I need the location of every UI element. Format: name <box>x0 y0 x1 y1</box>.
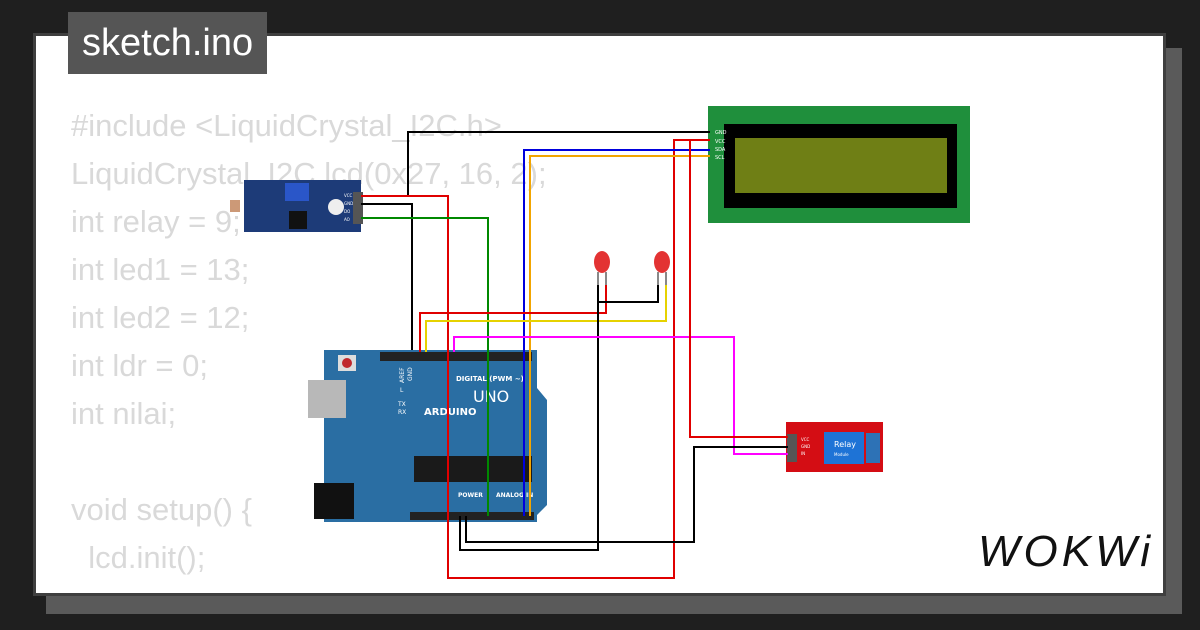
wire-led1 <box>419 285 607 352</box>
lcd-pin-sda: SDA <box>715 147 726 153</box>
code-line: void setup() { <box>71 492 252 527</box>
potentiometer <box>285 183 309 201</box>
wire-led2 <box>425 285 667 352</box>
code-line: lcd.backlight(); <box>71 582 547 593</box>
code-listing: #include <LiquidCrystal_I2C.h> LiquidCrys… <box>71 102 547 593</box>
code-line: int ldr = 0; <box>71 348 208 383</box>
arduino-logo-text: ARDUINO <box>424 407 476 418</box>
ldr-pin-ao: AO <box>344 217 350 222</box>
reset-button[interactable] <box>342 358 352 368</box>
code-line: int led1 = 13; <box>71 252 250 287</box>
rx-label: RX <box>398 409 406 416</box>
usb-port <box>308 380 346 418</box>
ldr-module[interactable]: VCC GND DO AO <box>230 180 363 232</box>
l-label: L <box>400 387 404 394</box>
digital-label: DIGITAL (PWM ~) <box>456 375 524 383</box>
ldr-pin-vcc: VCC <box>344 193 353 198</box>
wire-relay-gnd <box>465 446 788 543</box>
relay-title: Relay <box>834 440 856 449</box>
relay-pin-header <box>787 434 797 462</box>
aref-label: AREF <box>399 367 406 383</box>
relay-pin-vcc: VCC <box>801 437 810 442</box>
relay-terminal-block <box>866 433 880 463</box>
code-line: LiquidCrystal_I2C lcd(0x27, 16, 2); <box>71 156 547 191</box>
analog-label: ANALOG IN <box>496 492 533 499</box>
gnd-label: GND <box>407 367 414 381</box>
power-jack <box>314 483 354 519</box>
code-line: #include <LiquidCrystal_I2C.h> <box>71 108 502 143</box>
wires <box>361 131 788 579</box>
wire-ldr-analog <box>361 217 489 516</box>
wire-led-gnd <box>597 285 659 303</box>
lcd-pin-scl: SCL <box>715 155 725 161</box>
arduino-uno-board[interactable]: AREF GND DIGITAL (PWM ~) ARDUINO UNO L T… <box>308 350 547 522</box>
lcd-screen <box>735 138 947 193</box>
led-2-body <box>654 251 670 273</box>
wire-vcc <box>361 139 710 579</box>
power-label: POWER <box>458 492 483 499</box>
photoresistor <box>230 200 240 212</box>
ldr-indicator-led <box>328 199 344 215</box>
wokwi-logo: WOKWi <box>978 527 1155 576</box>
ldr-pin-header <box>353 192 363 224</box>
relay-pin-gnd: GND <box>801 444 810 449</box>
atmega-chip <box>414 456 532 482</box>
wire-sda <box>523 149 710 516</box>
led-1[interactable] <box>594 251 610 285</box>
wire-scl <box>529 155 710 516</box>
ldr-chip <box>289 211 307 229</box>
code-line: int relay = 9; <box>71 204 241 239</box>
code-line: int led2 = 12; <box>71 300 250 335</box>
relay-subtitle: Module <box>834 452 849 457</box>
ldr-pin-do: DO <box>344 209 350 214</box>
code-line: int nilai; <box>71 396 177 431</box>
relay-body <box>824 432 864 464</box>
wire-ldr-gnd-arduino <box>361 203 413 350</box>
led-2[interactable] <box>654 251 670 285</box>
relay-pin-in: IN <box>801 451 805 456</box>
lcd-display[interactable]: GND VCC SDA SCL <box>708 106 970 223</box>
file-tab[interactable]: sketch.ino <box>68 12 268 74</box>
wire-relay-in <box>453 336 788 455</box>
led-1-body <box>594 251 610 273</box>
ldr-pin-gnd: GND <box>344 201 353 206</box>
wire-gnd-led <box>459 302 599 551</box>
relay-module[interactable]: Relay Module VCC GND IN <box>786 422 883 472</box>
wire-relay-vcc <box>689 140 788 438</box>
lcd-pin-gnd: GND <box>715 130 727 136</box>
digital-header <box>380 352 532 361</box>
power-analog-header <box>410 512 534 520</box>
code-line: lcd.init(); <box>71 540 206 575</box>
wire-ldr-gnd-lcd <box>361 131 710 197</box>
uno-label: UNO <box>473 387 509 406</box>
sketch-preview-frame: #include <LiquidCrystal_I2C.h> LiquidCrys… <box>33 33 1166 596</box>
lcd-pin-vcc: VCC <box>715 139 726 145</box>
tx-label: TX <box>397 401 406 408</box>
